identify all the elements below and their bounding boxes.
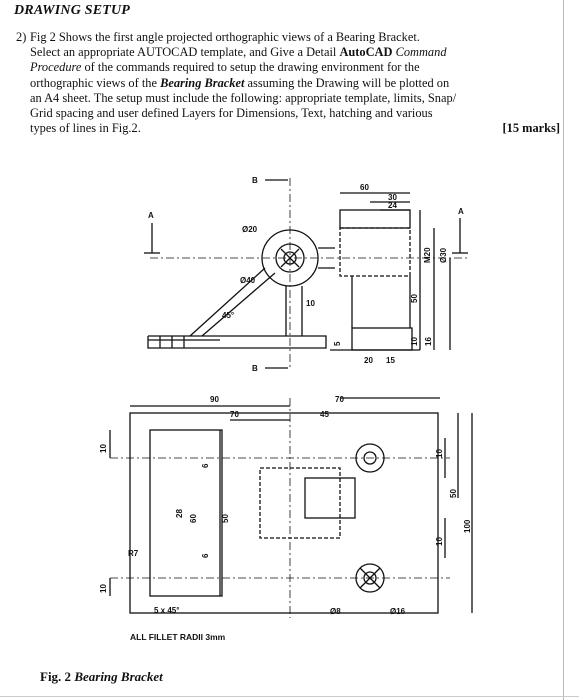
question-line-6: Grid spacing and user defined Layers for… [30, 106, 433, 121]
label-section-b-bottom: B [252, 364, 258, 373]
label-d8: Ø8 [330, 607, 341, 616]
label-dim10-r2: 10 [435, 537, 444, 546]
label-section-a-right: A [458, 207, 464, 216]
side-view [330, 192, 468, 351]
label-dim60: 60 [360, 183, 369, 192]
label-dim30: 30 [388, 193, 397, 202]
label-dim90: 90 [210, 395, 219, 404]
question-line-5: an A4 sheet. The setup must include the … [30, 90, 457, 105]
label-d16: Ø16 [390, 607, 406, 616]
question-line-7: types of lines in Fig.2.[15 marks] [30, 121, 560, 136]
front-view [147, 178, 470, 369]
label-dim10-bottomleft: 10 [99, 584, 108, 593]
label-dim70-top: 70 [230, 410, 239, 419]
label-r7: R7 [128, 549, 139, 558]
orthographic-views: B B A A Ø20 Ø40 45° 60 30 24 M20 Ø30 10 … [99, 176, 473, 642]
label-dim60-top: 60 [189, 514, 198, 523]
label-dim70-side: 70 [335, 395, 344, 404]
label-dim28: 28 [175, 509, 184, 518]
label-dim15: 15 [386, 356, 395, 365]
question-number: 2) [16, 30, 27, 44]
top-view [109, 397, 473, 618]
question-line-3: Procedure of the commands required to se… [30, 60, 420, 75]
label-section-b-top: B [252, 176, 258, 185]
bearing-bracket-drawing: B B A A Ø20 Ø40 45° 60 30 24 M20 Ø30 10 … [90, 168, 510, 663]
label-d40: Ø40 [240, 276, 256, 285]
label-dim5: 5 [333, 341, 342, 346]
label-dim24: 24 [388, 201, 397, 210]
label-dim20: 20 [364, 356, 373, 365]
label-dim10-r1: 10 [435, 449, 444, 458]
label-dim6-a: 6 [201, 463, 210, 468]
label-angle: 45° [222, 311, 234, 320]
figure-caption: Fig. 2 Bearing Bracket [40, 669, 163, 684]
question-line-4: orthographic views of the Bearing Bracke… [30, 75, 450, 90]
question-line-2: Select an appropriate AUTOCAD template, … [30, 45, 447, 60]
label-dim100: 100 [463, 519, 472, 533]
page-edge-bottom [0, 696, 579, 697]
label-dim10-side: 10 [410, 337, 419, 346]
label-dim10-topleft: 10 [99, 444, 108, 453]
label-dim45: 45 [320, 410, 329, 419]
marks-badge: [15 marks] [502, 121, 560, 136]
label-m20: M20 [423, 247, 432, 263]
fillet-note: ALL FILLET RADII 3mm [130, 632, 226, 642]
question-text: 2) Fig 2 Shows the first angle projected… [16, 30, 560, 136]
label-dim6-b: 6 [201, 553, 210, 558]
label-dim50-side: 50 [410, 294, 419, 303]
label-dim10-front: 10 [306, 299, 315, 308]
label-section-a-left: A [148, 211, 154, 220]
question-line-1: Fig 2 Shows the first angle projected or… [30, 30, 420, 44]
label-d20: Ø20 [242, 225, 258, 234]
page-edge-right [563, 0, 564, 700]
section-heading: DRAWING SETUP [14, 3, 131, 18]
label-dim50-top: 50 [221, 514, 230, 523]
label-d30: Ø30 [439, 247, 448, 263]
label-dim16: 16 [424, 337, 433, 346]
label-dim50-r: 50 [449, 489, 458, 498]
label-chamfer: 5 x 45° [154, 606, 179, 615]
